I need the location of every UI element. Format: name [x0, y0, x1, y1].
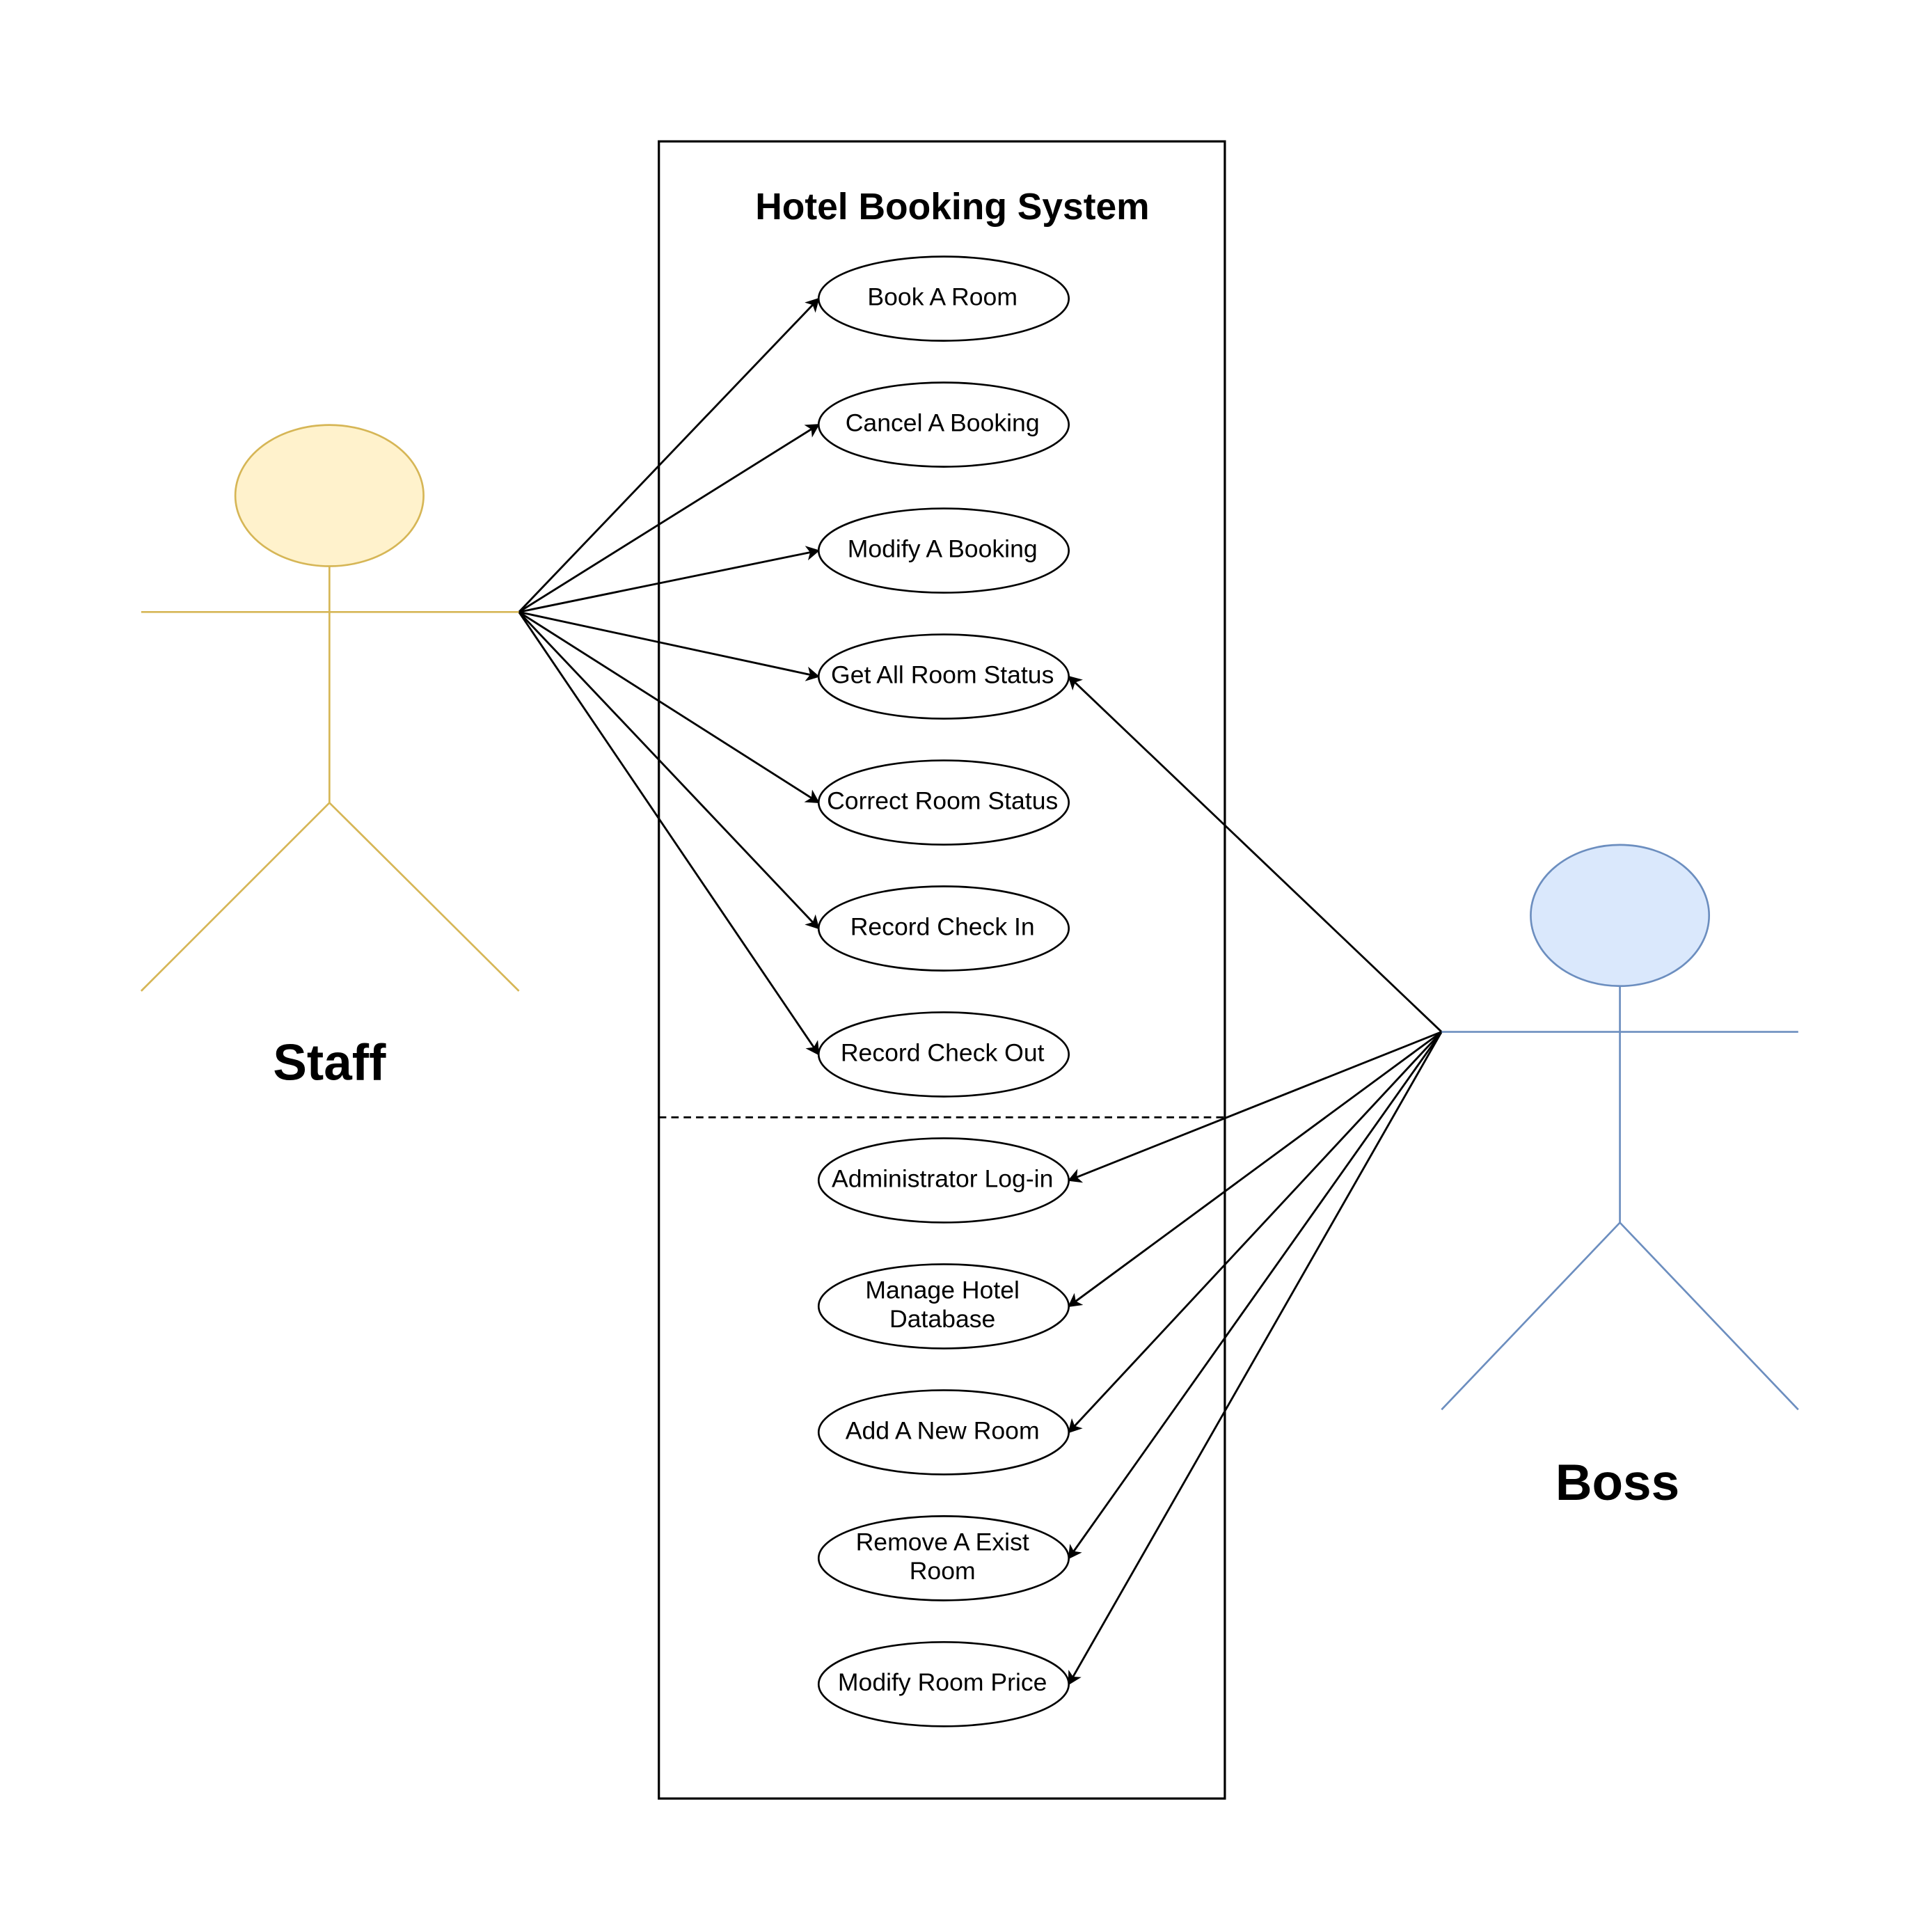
association-staff-to-get-all-room-status [518, 610, 820, 681]
association-staff-to-modify-a-booking [518, 546, 820, 613]
use-case-administrator-log-in[interactable]: Administrator Log-in [817, 1137, 1070, 1224]
use-case-label: Record Check Out [841, 1038, 1045, 1066]
system-title: Hotel Booking System [755, 187, 1149, 228]
association-staff-to-record-check-out [518, 611, 820, 1056]
actor-staff[interactable]: Staff [140, 424, 520, 1091]
actor-boss[interactable]: Boss [1441, 844, 1799, 1511]
association-boss-to-modify-room-price [1068, 1031, 1443, 1686]
association-boss-to-manage-hotel-database [1068, 1031, 1443, 1308]
use-case-record-check-out[interactable]: Record Check Out [817, 1011, 1070, 1098]
use-case-ellipse [817, 507, 1070, 594]
use-case-book-a-room[interactable]: Book A Room [817, 255, 1070, 342]
associations [518, 297, 1443, 1686]
association-boss-to-get-all-room-status [1068, 675, 1443, 1033]
use-case-label: Modify Room Price [838, 1668, 1047, 1696]
use-case-ellipse [817, 1263, 1070, 1350]
association-staff-to-book-a-room [518, 297, 820, 613]
association-staff-to-record-check-in [518, 611, 820, 930]
boss-head [1530, 844, 1711, 988]
use-case-record-check-in[interactable]: Record Check In [817, 885, 1070, 972]
use-case-label: Administrator Log-in [832, 1164, 1053, 1192]
boss-label: Boss [1555, 1455, 1679, 1511]
use-case-add-a-new-room[interactable]: Add A New Room [817, 1389, 1070, 1476]
use-case-modify-a-booking[interactable]: Modify A Booking [817, 507, 1070, 594]
use-case-ellipse [817, 381, 1070, 468]
use-case-ellipse [817, 633, 1070, 720]
use-case-label: Cancel A Booking [846, 409, 1040, 437]
association-boss-to-remove-a-exist-room [1068, 1031, 1443, 1560]
use-case-ellipse [817, 1515, 1070, 1601]
use-case-label: Record Check In [850, 912, 1035, 940]
use-case-label: Get All Room Status [831, 661, 1054, 688]
staff-label: Staff [273, 1035, 386, 1091]
use-case-label: Room [910, 1557, 976, 1585]
use-case-modify-room-price[interactable]: Modify Room Price [817, 1641, 1070, 1727]
use-case-label: Correct Room Status [827, 786, 1058, 814]
use-case-ellipse [817, 1641, 1070, 1727]
use-case-label: Modify A Booking [848, 535, 1038, 562]
use-case-label: Book A Room [867, 283, 1018, 311]
use-case-ellipse [817, 1137, 1070, 1224]
use-case-ellipse [817, 255, 1070, 342]
use-case-label: Manage Hotel [865, 1276, 1020, 1304]
use-case-ellipse [817, 1011, 1070, 1098]
boss-left-leg [1441, 1221, 1621, 1411]
staff-head [234, 424, 425, 567]
use-case-label: Database [889, 1305, 995, 1333]
staff-right-leg [328, 802, 520, 992]
staff-left-leg [140, 802, 331, 992]
use-case-ellipse [817, 1389, 1070, 1476]
use-case-correct-room-status[interactable]: Correct Room Status [817, 759, 1070, 846]
use-case-cancel-a-booking[interactable]: Cancel A Booking [817, 381, 1070, 468]
use-case-ellipse [817, 759, 1070, 846]
use-case-ellipse [817, 885, 1070, 972]
association-boss-to-administrator-log-in [1068, 1031, 1442, 1183]
use-case-label: Add A New Room [846, 1416, 1040, 1444]
association-boss-to-add-a-new-room [1068, 1031, 1443, 1434]
use-case-get-all-room-status[interactable]: Get All Room Status [817, 633, 1070, 720]
boss-right-leg [1619, 1221, 1799, 1411]
association-staff-to-cancel-a-booking [518, 423, 820, 613]
association-staff-to-correct-room-status [518, 611, 820, 804]
use-case-label: Remove A Exist [856, 1528, 1029, 1556]
